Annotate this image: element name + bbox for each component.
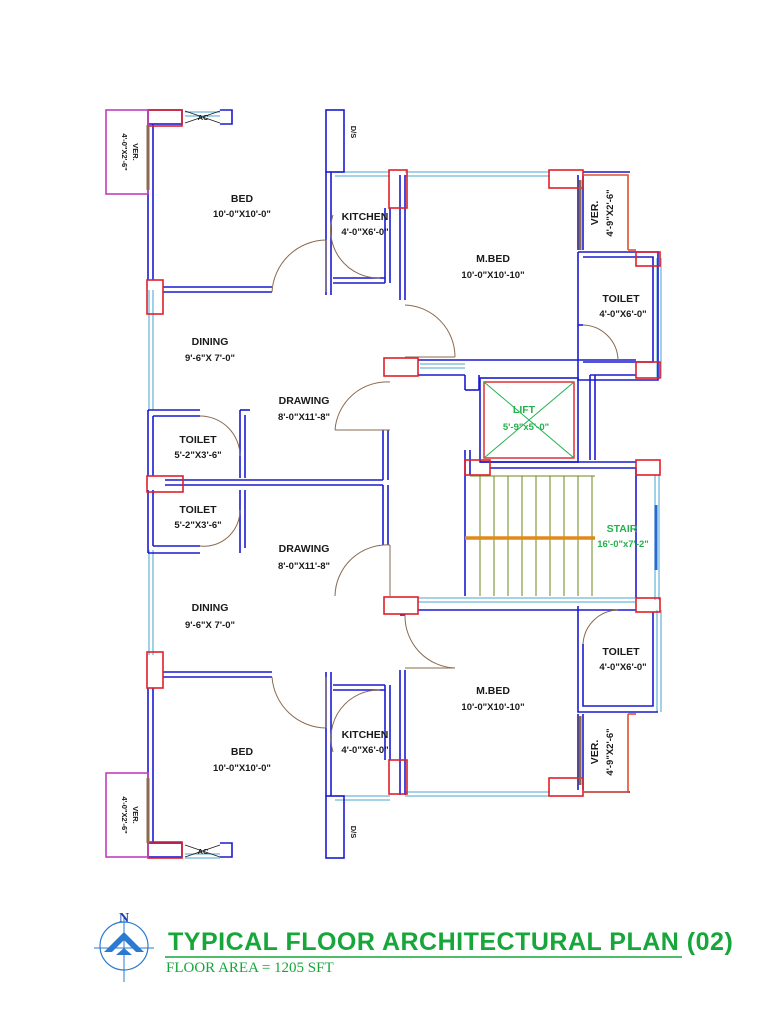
mbed-top-dim: 10'-0"X10'-10" xyxy=(461,270,524,281)
mbed-top-name: M.BED xyxy=(476,253,510,265)
mbed-bot-dim: 10'-0"X10'-10" xyxy=(461,702,524,713)
toilet-mid2-name: TOILET xyxy=(179,504,217,516)
toilet-bot-right-name: TOILET xyxy=(602,646,640,658)
door-shutters xyxy=(146,125,582,843)
lift-name: LIFT xyxy=(513,404,536,416)
drawing-top-dim: 8'-0"X11'-8" xyxy=(278,412,330,423)
ver-top-right-dim: 4'-9"X2'-6" xyxy=(605,189,616,236)
plan-title: TYPICAL FLOOR ARCHITECTURAL PLAN (02) xyxy=(168,928,733,956)
ac-top-label: AC xyxy=(198,113,209,122)
toilet-mid1-dim: 5'-2"X3'-6" xyxy=(174,450,221,461)
ver-bot-left-dim: 4'-0"X2'-6" xyxy=(120,796,129,834)
stair-treads xyxy=(465,475,658,596)
north-arrow-icon xyxy=(94,918,154,982)
ac-bot-label: AC xyxy=(198,847,209,856)
lift-shaft xyxy=(483,381,575,459)
mbed-bot-name: M.BED xyxy=(476,685,510,697)
dining-top-dim: 9'-6"X 7'-0" xyxy=(185,353,235,364)
kitchen-top-dim: 4'-0"X6'-0" xyxy=(341,227,388,238)
drawing-bot-name: DRAWING xyxy=(279,543,330,555)
dining-bot-name: DINING xyxy=(192,602,229,614)
room-labels: BED 10'-0"X10'-0" KITCHEN 4'-0"X6'-0" M.… xyxy=(120,113,649,856)
ver-top-left-dim: 4'-0"X2'-6" xyxy=(120,133,129,171)
north-label: N xyxy=(119,911,129,926)
toilet-top-right-dim: 4'-0"X6'-0" xyxy=(599,309,646,320)
bed-top-name: BED xyxy=(231,193,254,205)
dining-top-name: DINING xyxy=(192,336,229,348)
ac-marks xyxy=(184,110,221,858)
ds-top-label: D/S xyxy=(349,126,358,139)
ver-bot-right-name: VER. xyxy=(589,740,601,765)
stair-name: STAIR xyxy=(607,523,638,535)
kitchen-top-name: KITCHEN xyxy=(342,211,389,223)
bed-top-dim: 10'-0"X10'-0" xyxy=(213,209,271,220)
ds-bot-label: D/S xyxy=(349,826,358,839)
title-block: N TYPICAL FLOOR ARCHITECTURAL PLAN (02) … xyxy=(119,911,733,976)
drawing-top-name: DRAWING xyxy=(279,395,330,407)
toilet-mid1-name: TOILET xyxy=(179,434,217,446)
kitchen-bot-dim: 4'-0"X6'-0" xyxy=(341,745,388,756)
toilet-top-right-name: TOILET xyxy=(602,293,640,305)
ver-top-right-name: VER. xyxy=(589,201,601,226)
ver-top-left-name: VER. xyxy=(131,143,140,161)
dining-bot-dim: 9'-6"X 7'-0" xyxy=(185,620,235,631)
toilet-bot-right-dim: 4'-0"X6'-0" xyxy=(599,662,646,673)
bed-bot-name: BED xyxy=(231,746,254,758)
columns xyxy=(146,109,661,859)
door-swings xyxy=(199,214,619,753)
ver-bot-left-name: VER. xyxy=(131,806,140,824)
ver-bot-right-dim: 4'-9"X2'-6" xyxy=(605,728,616,775)
floor-area: FLOOR AREA = 1205 SFT xyxy=(166,960,334,976)
bed-bot-dim: 10'-0"X10'-0" xyxy=(213,763,271,774)
lift-dim: 5'-9"x5'-0" xyxy=(503,422,549,433)
kitchen-bot-name: KITCHEN xyxy=(342,729,389,741)
toilet-mid2-dim: 5'-2"X3'-6" xyxy=(174,520,221,531)
drawing-bot-dim: 8'-0"X11'-8" xyxy=(278,561,330,572)
stair-dim: 16'-0"x7'-2" xyxy=(597,539,649,550)
